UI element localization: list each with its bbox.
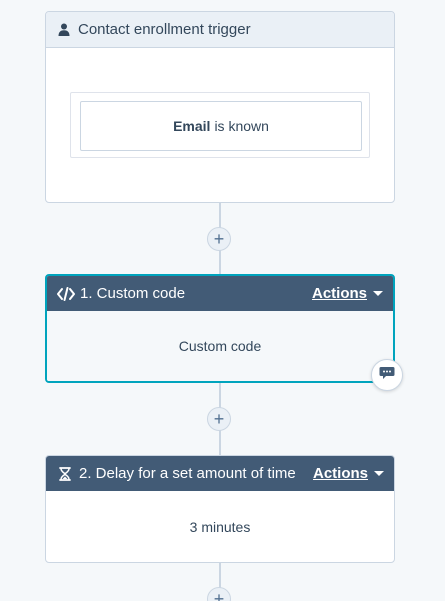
filter-group: Email is known <box>70 92 370 158</box>
plus-icon: + <box>213 589 225 601</box>
action-header: 2. Delay for a set amount of time Action… <box>46 456 394 491</box>
actions-dropdown[interactable]: Actions <box>312 285 383 302</box>
actions-dropdown[interactable]: Actions <box>313 465 384 482</box>
action-title: 1. Custom code <box>80 285 186 302</box>
hourglass-icon <box>56 466 74 482</box>
caret-down-icon <box>373 291 383 296</box>
action-body: 3 minutes <box>46 491 394 562</box>
filter-operator: is known <box>214 118 269 134</box>
enrollment-trigger-card[interactable]: Contact enrollment trigger Email is know… <box>45 11 395 203</box>
action-card-delay[interactable]: 2. Delay for a set amount of time Action… <box>45 455 395 563</box>
action-body: Custom code <box>47 311 393 381</box>
filter-condition[interactable]: Email is known <box>80 101 362 151</box>
caret-down-icon <box>374 471 384 476</box>
comment-button[interactable] <box>371 359 403 391</box>
add-action-button[interactable]: + <box>207 407 231 431</box>
code-icon <box>57 286 75 302</box>
trigger-title: Contact enrollment trigger <box>78 21 251 38</box>
actions-dropdown-label: Actions <box>311 285 367 302</box>
actions-dropdown-label: Actions <box>312 465 368 482</box>
action-header: 1. Custom code Actions <box>47 276 393 311</box>
plus-icon: + <box>213 409 225 429</box>
contact-person-icon <box>57 23 71 37</box>
action-description: Custom code <box>178 338 262 354</box>
action-title: 2. Delay for a set amount of time <box>79 465 296 482</box>
filter-property: Email <box>173 118 211 134</box>
action-description: 3 minutes <box>189 519 251 535</box>
comment-icon <box>379 366 395 385</box>
add-action-button[interactable]: + <box>207 227 231 251</box>
trigger-header: Contact enrollment trigger <box>46 12 394 48</box>
connector-line <box>219 563 221 601</box>
add-action-button[interactable]: + <box>207 587 231 601</box>
plus-icon: + <box>213 229 225 249</box>
action-card-custom-code[interactable]: 1. Custom code Actions Custom code <box>45 274 395 383</box>
